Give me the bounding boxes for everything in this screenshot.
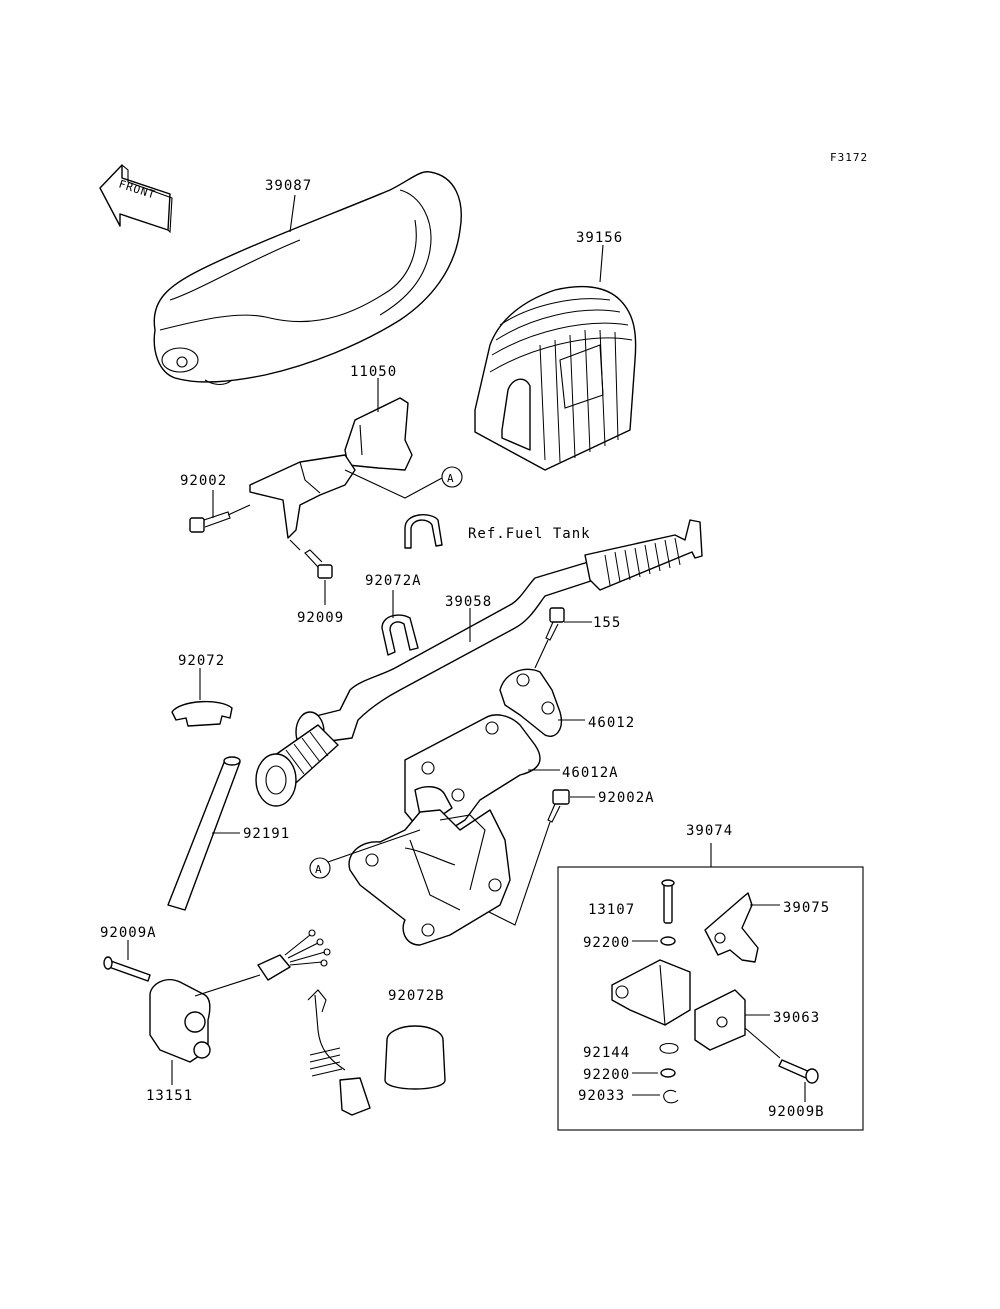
part-label-92002: 92002 xyxy=(180,473,227,489)
part-label-92072: 92072 xyxy=(178,653,225,669)
washer-92200-upper xyxy=(660,936,676,946)
clamp-92072 xyxy=(171,700,233,727)
part-label-92009a: 92009A xyxy=(100,925,157,941)
part-label-92200-upper: 92200 xyxy=(583,935,630,951)
part-label-11050: 11050 xyxy=(350,364,397,380)
washer-92200-lower xyxy=(660,1068,676,1078)
part-label-39058: 39058 xyxy=(445,594,492,610)
switch-13151 xyxy=(149,929,331,1063)
part-label-155: 155 xyxy=(593,615,621,631)
bolt-92002 xyxy=(189,511,231,533)
part-label-92191: 92191 xyxy=(243,826,290,842)
bolt-92009 xyxy=(304,549,333,579)
bellows-boot xyxy=(474,285,637,471)
part-label-92072b: 92072B xyxy=(388,988,445,1004)
part-label-39063: 39063 xyxy=(773,1010,820,1026)
part-label-92033: 92033 xyxy=(578,1088,625,1104)
tube-92191 xyxy=(167,756,241,911)
part-label-46012a: 46012A xyxy=(562,765,619,781)
leader-92002 xyxy=(212,490,251,518)
steering-column-base xyxy=(348,809,511,946)
part-label-39074: 39074 xyxy=(686,823,733,839)
leader-92002a xyxy=(484,796,595,926)
part-label-92072a: 92072A xyxy=(365,573,422,589)
wire-band-92072b xyxy=(307,989,446,1116)
leader-a-lower xyxy=(327,829,421,863)
leader-39156 xyxy=(599,244,604,283)
u-clip xyxy=(404,514,443,549)
part-label-39075: 39075 xyxy=(783,900,830,916)
mounting-bracket xyxy=(249,397,413,539)
part-label-13151: 13151 xyxy=(146,1088,193,1104)
bolt-92002a xyxy=(547,789,570,823)
part-label-46012: 46012 xyxy=(588,715,635,731)
screw-92009b xyxy=(778,1059,819,1084)
holder-upper-46012 xyxy=(499,668,562,737)
throttle-housing xyxy=(611,959,691,1026)
callout-a-lower-label: A xyxy=(315,863,323,876)
handlebar xyxy=(255,519,703,807)
figure-code: F3172 xyxy=(830,151,868,164)
reference-fuel-tank: Ref.Fuel Tank xyxy=(468,526,591,542)
front-arrow-icon: FRONT xyxy=(99,164,173,234)
part-label-13107: 13107 xyxy=(588,902,635,918)
part-label-92009: 92009 xyxy=(297,610,344,626)
cap-39063 xyxy=(694,989,746,1051)
leader-92009 xyxy=(289,539,326,605)
callout-a-upper-label: A xyxy=(447,472,455,485)
part-label-39156: 39156 xyxy=(576,230,623,246)
spring-92144 xyxy=(659,1042,679,1054)
leader-39087 xyxy=(289,194,296,233)
leader-a-upper xyxy=(344,469,443,499)
pin-13107 xyxy=(661,879,675,924)
leader-155 xyxy=(534,621,592,669)
part-label-39087: 39087 xyxy=(265,178,312,194)
screw-92009a xyxy=(103,956,151,982)
bolt-155 xyxy=(545,607,565,641)
leader-92009b xyxy=(744,1027,806,1102)
part-label-92002a: 92002A xyxy=(598,790,655,806)
circlip-92033 xyxy=(663,1089,679,1104)
part-label-92200-lower: 92200 xyxy=(583,1067,630,1083)
part-label-92009b: 92009B xyxy=(768,1104,825,1120)
callout-a-lower xyxy=(309,857,331,879)
handlebar-cover xyxy=(153,171,462,386)
callout-a-upper xyxy=(441,466,463,488)
lever-39075 xyxy=(704,892,759,963)
clamp-92072a xyxy=(381,614,419,656)
part-label-92144: 92144 xyxy=(583,1045,630,1061)
